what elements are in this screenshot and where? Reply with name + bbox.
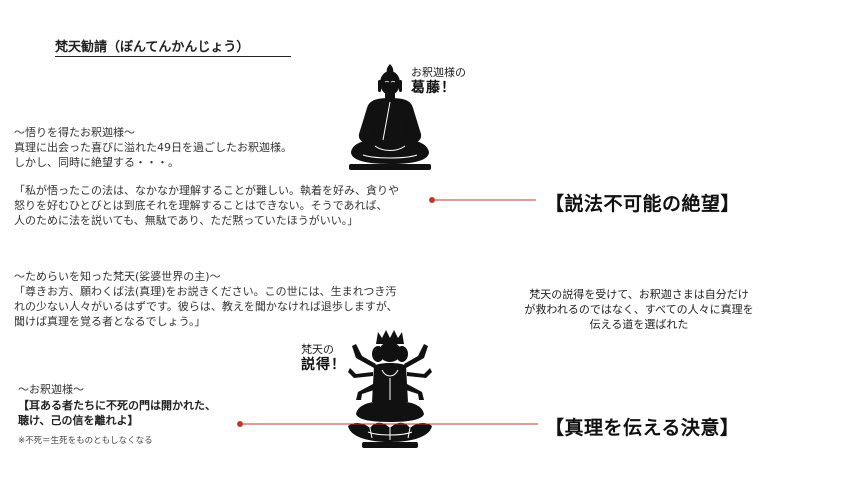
section3-note: ※不死＝生死をものともしなくなる xyxy=(18,436,153,446)
section1-quote-line3: 人のために法を説いても、無駄であり、ただ黙っていたほうがいい。」 xyxy=(14,214,359,227)
section3-line2: 聴け、己の信を離れよ】 xyxy=(18,414,139,427)
brahma-silhouette-icon xyxy=(348,330,432,448)
buddha-label-line1: お釈迦様の xyxy=(411,66,466,79)
buddha-silhouette-icon xyxy=(349,64,431,170)
connector-line-1 xyxy=(429,197,536,203)
page-title: 梵天勧請（ぼんてんかんじょう） xyxy=(55,36,291,57)
section2-heading: ～ためらいを知った梵天(娑婆世界の主)～ xyxy=(14,270,221,283)
section3-line1: 【耳ある者たちに不死の門は開かれた、 xyxy=(18,399,216,412)
summary-line2: が救われるのではなく、すべての人々に真理を xyxy=(524,303,754,316)
brahma-label-line2: 説得！ xyxy=(301,357,346,373)
section1-line1: 真理に出会った喜びに溢れた49日を過ごしたお釈迦様。 xyxy=(14,141,292,154)
section1-heading: ～悟りを得たお釈迦様～ xyxy=(14,126,135,139)
section2-quote-line1: 「尊きお方、願わくば法(真理)をお説きください。この世には、生まれつき汚 xyxy=(14,285,397,298)
result-resolve: 【真理を伝える決意】 xyxy=(545,417,740,439)
brahma-label-line1: 梵天の xyxy=(301,343,334,356)
summary-line1: 梵天の説得を受けて、お釈迦さまは自分だけ xyxy=(529,288,749,301)
section3-heading: ～お釈迦様～ xyxy=(18,383,84,396)
section1-quote-line1: 「私が悟ったこの法は、なかなか理解することが難しい。執着を好み、貪りや xyxy=(14,184,399,197)
summary-line3: 伝える道を選ばれた xyxy=(589,318,689,331)
connector-line-2 xyxy=(237,421,538,427)
buddha-label-line2: 葛藤！ xyxy=(411,80,456,96)
result-despair: 【説法不可能の絶望】 xyxy=(545,193,741,215)
section1-line2: しかし、同時に絶望する・・・。 xyxy=(14,156,179,169)
section1-quote-line2: 怒りを好むひとびとは到底それを理解することはできない。そうであれば、 xyxy=(14,199,388,212)
section2-quote-line3: 聞けば真理を覚る者となるでしょう。」 xyxy=(14,315,206,328)
section2-quote-line2: れの少ない人々がいるはずです。彼らは、教えを聞かなければ退歩しますが、 xyxy=(14,300,398,313)
